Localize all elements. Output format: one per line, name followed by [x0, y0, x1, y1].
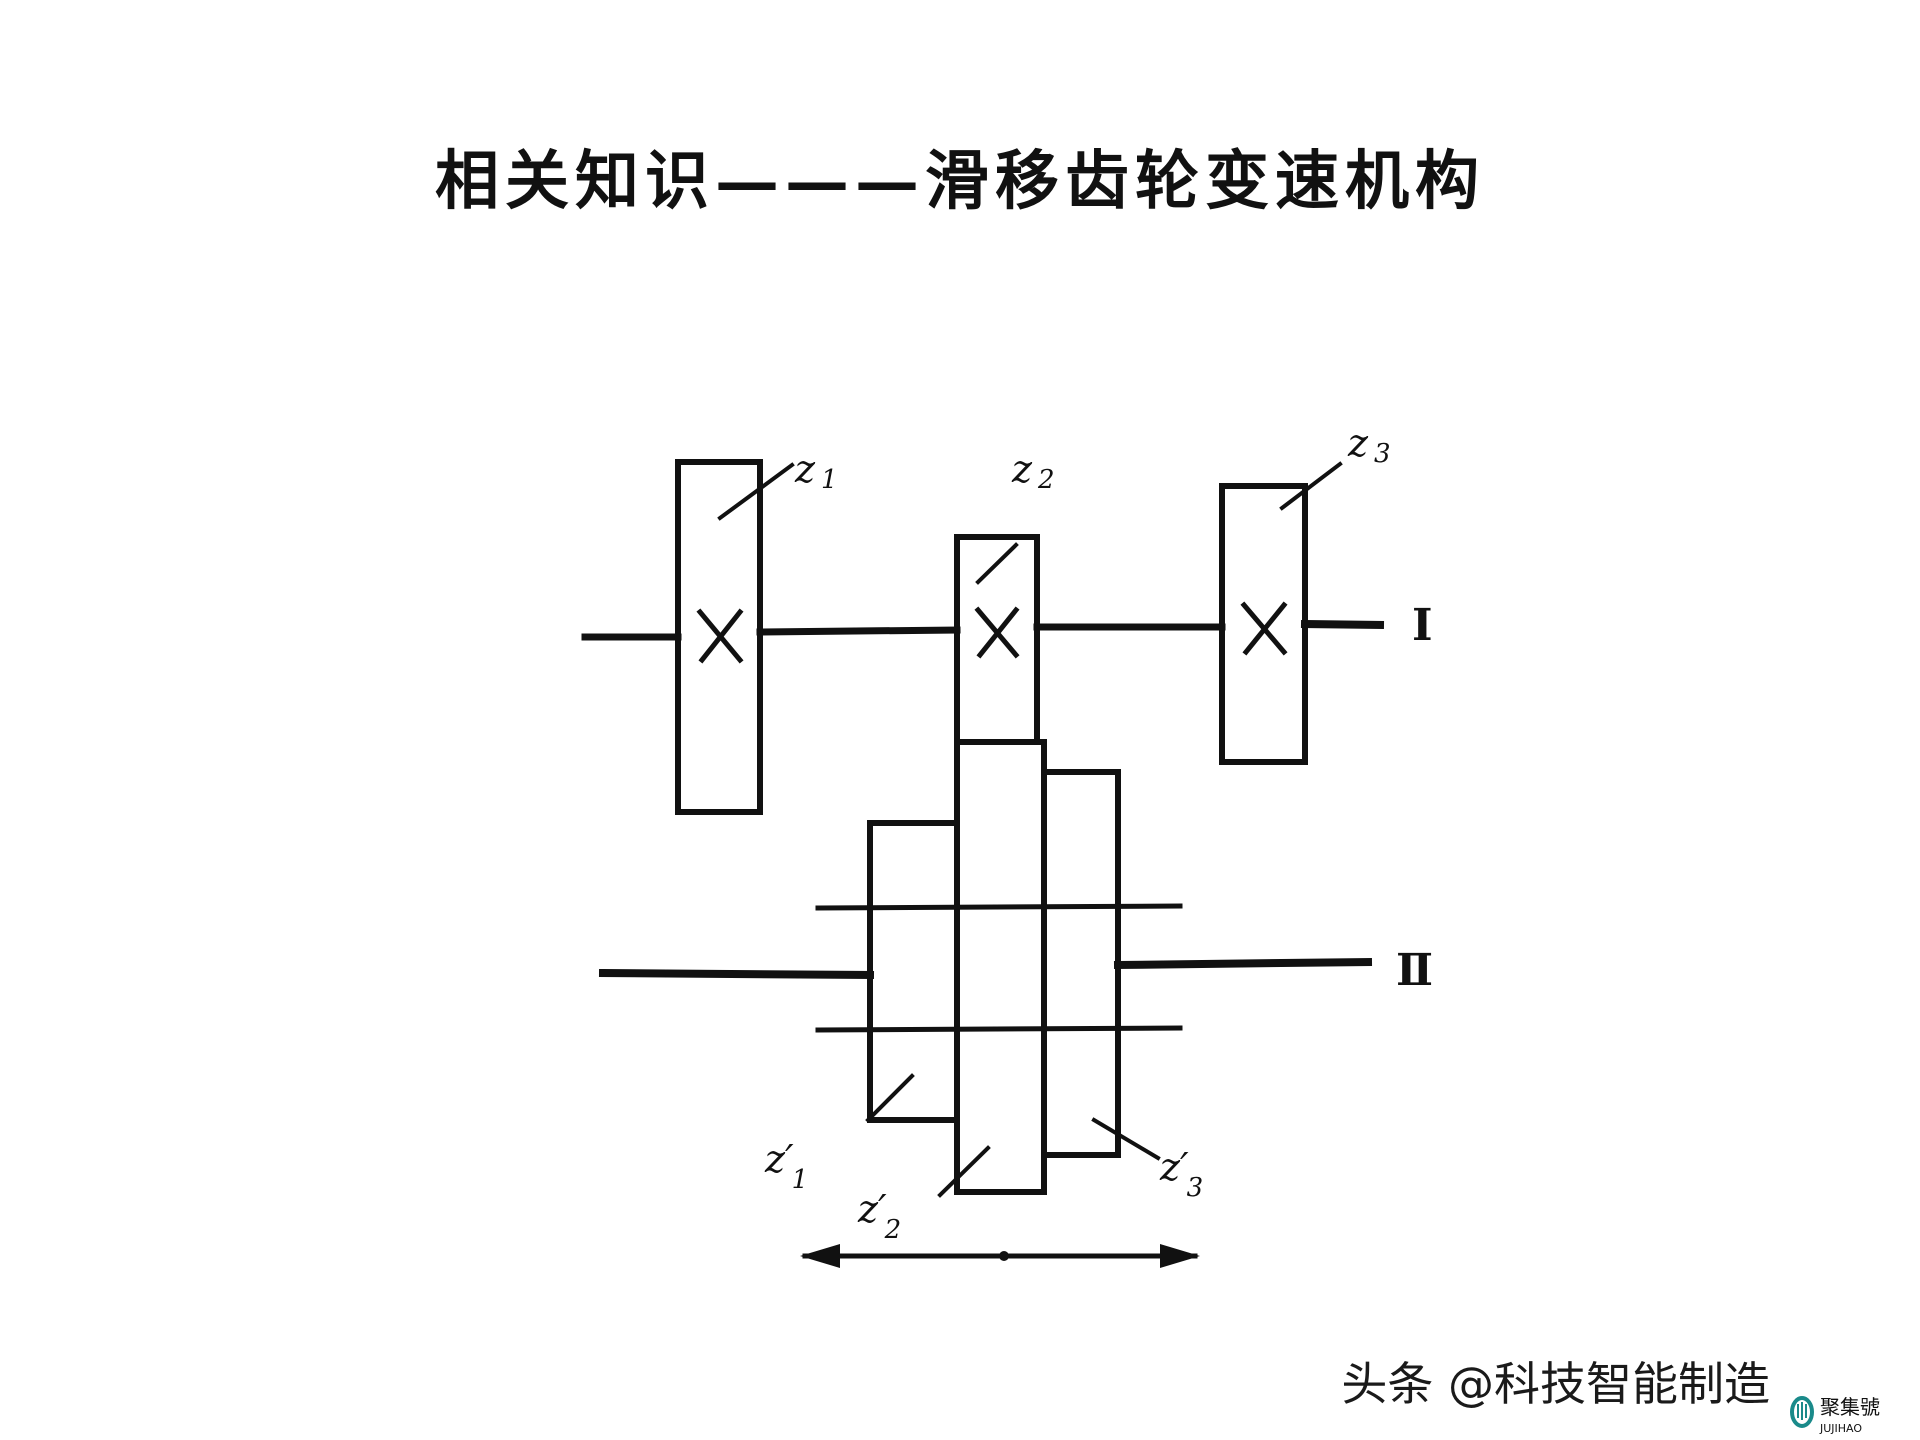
- shaft-two-label: Ⅱ: [1396, 945, 1433, 996]
- shaft-two: [598, 957, 1373, 980]
- logo-subtext: JUJIHAO: [1819, 1422, 1862, 1435]
- shaft-one: [581, 619, 1385, 641]
- slide-direction-arrow: [800, 1244, 1200, 1268]
- logo-text: 聚集號: [1820, 1395, 1880, 1419]
- shaft-one-label: Ⅰ: [1412, 600, 1433, 651]
- slide-title: 相关知识———滑移齿轮变速机构: [435, 144, 1485, 219]
- gear-z3: [1219, 461, 1343, 765]
- watermark-text: 头条 @科技智能制造: [1341, 1357, 1770, 1411]
- label-z3-prime: z′3: [1159, 1145, 1203, 1203]
- label-z1-prime: z′1: [764, 1137, 808, 1195]
- jujihao-logo: 聚集號 JUJIHAO: [1790, 1395, 1880, 1435]
- gear-z2: [954, 534, 1040, 745]
- sliding-gear-block: [815, 739, 1183, 1198]
- gear-z1: [675, 459, 795, 815]
- logo-icon: [1790, 1396, 1814, 1428]
- label-z2-prime: z′2: [857, 1187, 901, 1245]
